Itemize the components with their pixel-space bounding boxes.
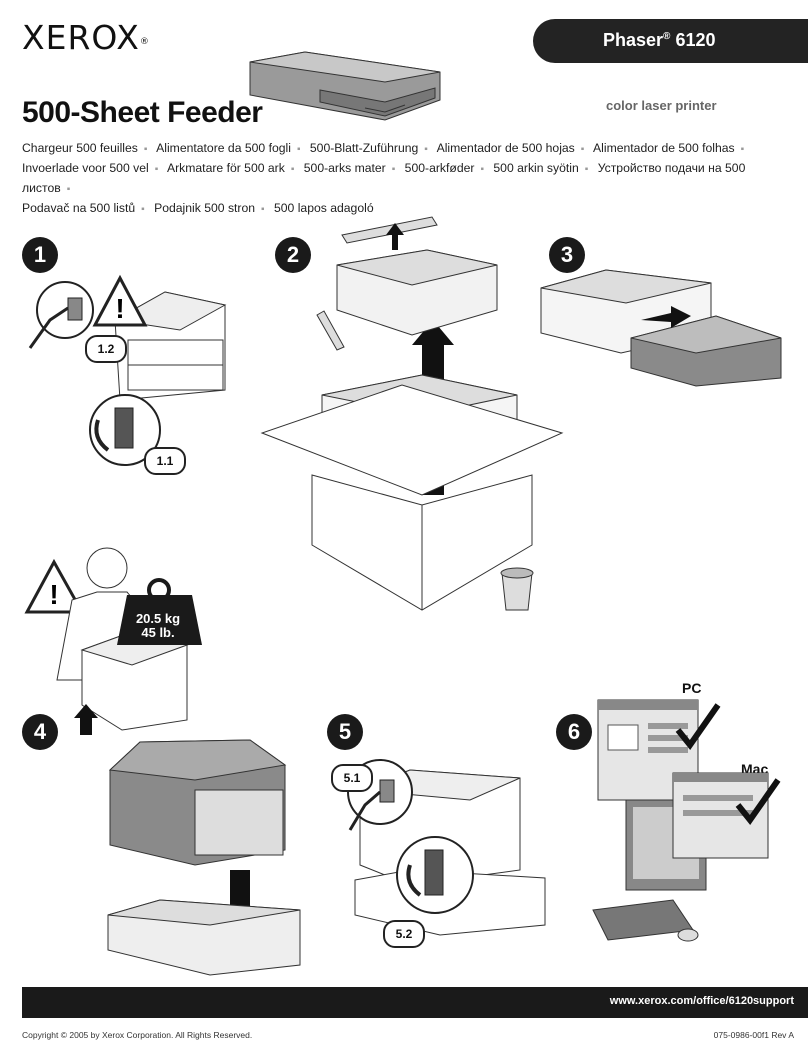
step-4-illustration: ! bbox=[24, 547, 202, 735]
product-model: 6120 bbox=[675, 30, 716, 50]
step-5-illustration bbox=[347, 759, 546, 936]
translation-item: Podavač na 500 listů bbox=[22, 201, 136, 215]
translation-item: Alimentador de 500 hojas bbox=[436, 141, 575, 155]
translation-item: Alimentador de 500 folhas bbox=[593, 141, 735, 155]
warning-icon bbox=[92, 274, 148, 327]
translation-list: Chargeur 500 feuilles▪ Alimentatore da 5… bbox=[22, 141, 746, 215]
translation-item: 500-arks mater bbox=[303, 161, 386, 175]
translation-item: Устройство подачи на 500 листов bbox=[22, 161, 746, 195]
weight-label: 20.5 kg 45 lb. bbox=[126, 612, 190, 640]
push-arrow-icon bbox=[641, 306, 691, 328]
feeder-illustration bbox=[249, 51, 441, 121]
step-5-1-label: 5.1 bbox=[331, 764, 373, 792]
weight-kg: 20.5 kg bbox=[135, 611, 181, 626]
step-2-illustration bbox=[260, 216, 564, 611]
mouse-icon bbox=[677, 928, 699, 942]
step-3-illustration bbox=[540, 269, 782, 387]
footer-bar: www.xerox.com/office/6120support bbox=[22, 987, 808, 1018]
page-title: 500-Sheet Feeder bbox=[22, 96, 263, 129]
product-banner: Phaser® 6120 bbox=[533, 19, 808, 63]
trash-can-icon bbox=[501, 572, 533, 611]
weight-lb: 45 lb. bbox=[141, 625, 175, 640]
xerox-logo: XEROX® bbox=[22, 18, 150, 57]
document-number: 075-0986-00f1 Rev A bbox=[713, 1030, 794, 1040]
step-5-2-label: 5.2 bbox=[383, 920, 425, 948]
checkmark-icon bbox=[735, 778, 781, 826]
translation-item: Arkmatare för 500 ark bbox=[166, 161, 285, 175]
step-5-badge: 5 bbox=[327, 714, 363, 750]
step-1-2-label: 1.2 bbox=[85, 335, 127, 363]
step-4-badge: 4 bbox=[22, 714, 58, 750]
step-6-illustration bbox=[592, 699, 781, 942]
translation-item: Chargeur 500 feuilles bbox=[22, 141, 138, 155]
checkmark-icon bbox=[675, 703, 721, 751]
product-subtitle: color laser printer bbox=[606, 98, 717, 113]
step-1-illustration: ! bbox=[28, 274, 227, 466]
os-pc-label: PC bbox=[682, 680, 702, 696]
step-2-badge: 2 bbox=[275, 237, 311, 273]
step-1-1-label: 1.1 bbox=[144, 447, 186, 475]
translation-item: 500-arkføder bbox=[404, 161, 475, 175]
translation-item: Podajnik 500 stron bbox=[154, 201, 256, 215]
up-arrow-icon bbox=[386, 223, 404, 250]
weight-icon bbox=[117, 595, 202, 645]
warning-icon bbox=[24, 558, 85, 614]
svg-text:!: ! bbox=[49, 579, 58, 610]
support-url[interactable]: www.xerox.com/office/6120support bbox=[609, 995, 794, 1007]
translation-item: 500 arkin syötin bbox=[493, 161, 579, 175]
translation-item: 500 lapos adagoló bbox=[273, 201, 374, 215]
translation-item: Alimentatore da 500 fogli bbox=[156, 141, 291, 155]
translation-item: Invoerlade voor 500 vel bbox=[22, 161, 149, 175]
product-name: Phaser bbox=[603, 30, 664, 50]
step-3-badge: 3 bbox=[549, 237, 585, 273]
step-6-badge: 6 bbox=[556, 714, 592, 750]
step-1-badge: 1 bbox=[22, 237, 58, 273]
translation-item: 500-Blatt-Zuführung bbox=[309, 141, 419, 155]
copyright: Copyright © 2005 by Xerox Corporation. A… bbox=[22, 1030, 253, 1040]
svg-text:!: ! bbox=[115, 293, 124, 324]
step-4-install-illustration bbox=[107, 739, 301, 976]
